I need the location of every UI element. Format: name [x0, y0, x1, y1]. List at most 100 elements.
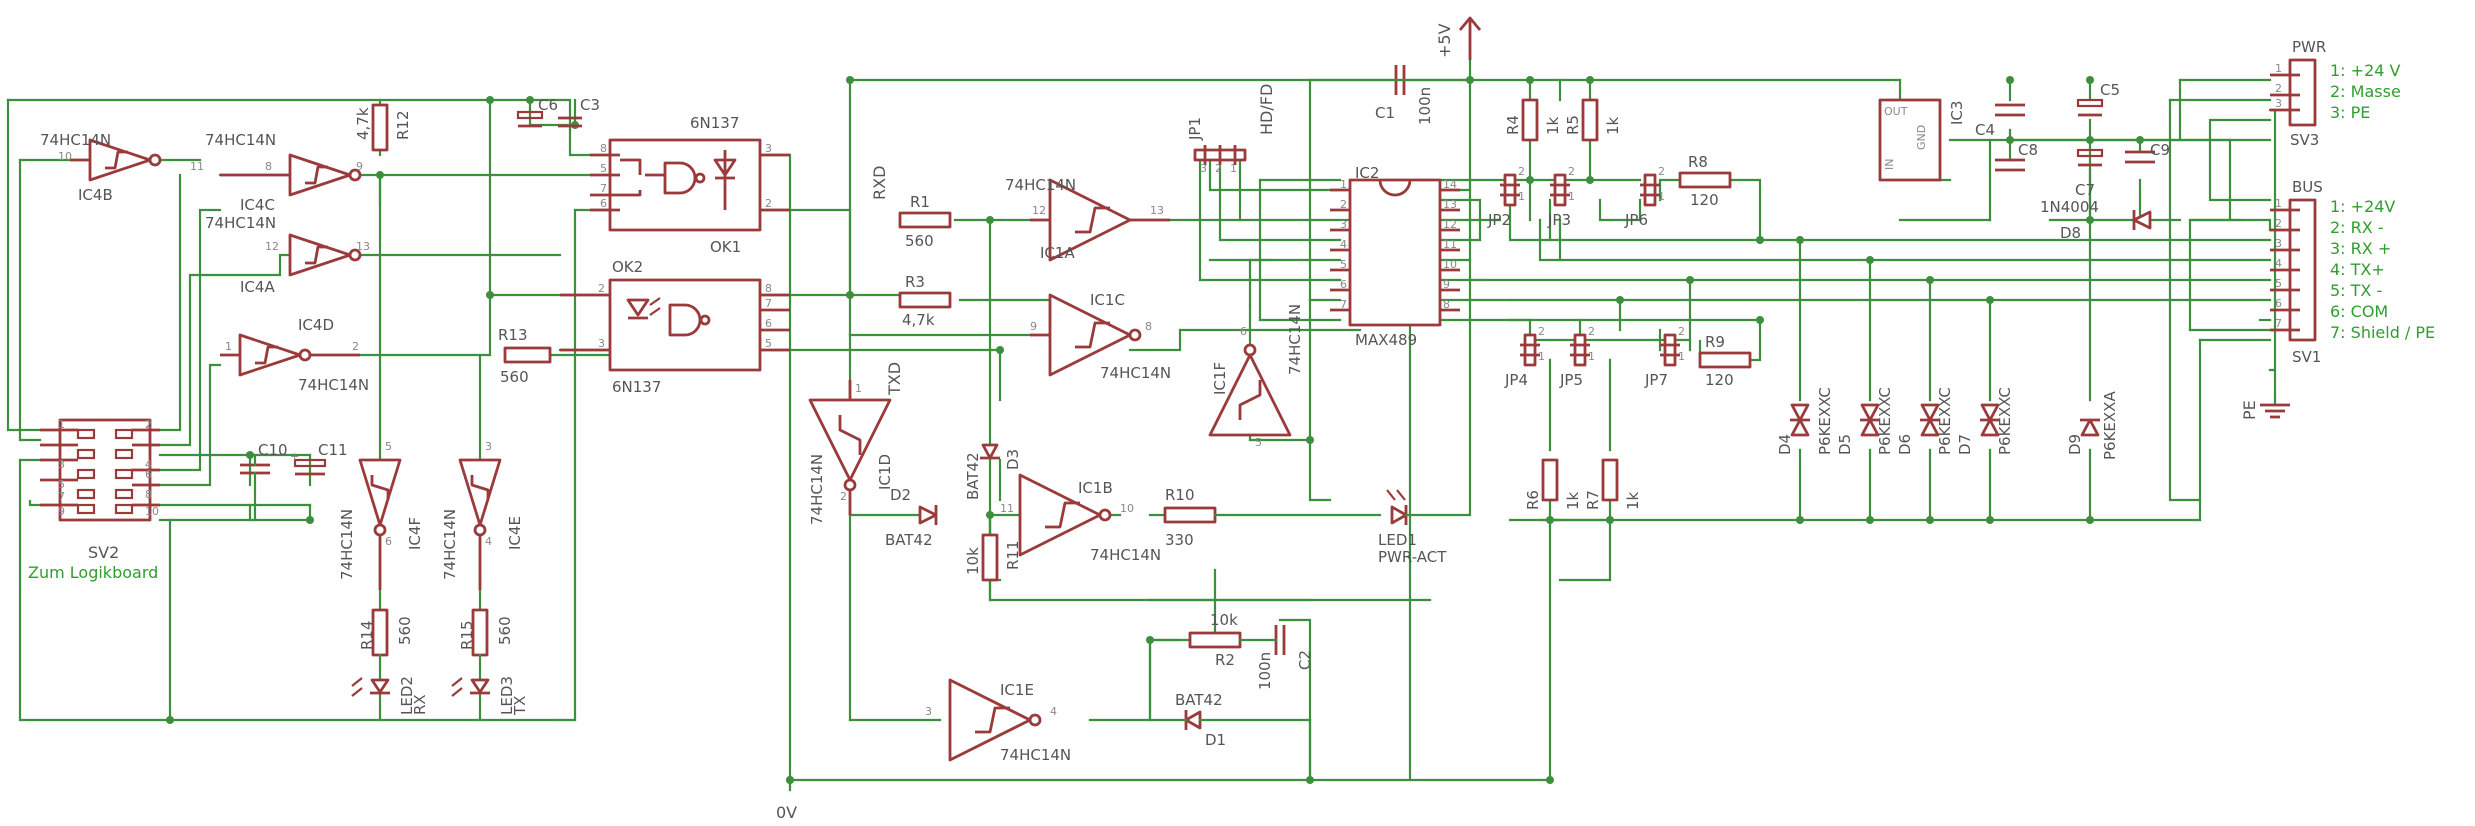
d1: BAT42 D1: [1148, 691, 1312, 749]
schematic-label: 100n: [1416, 87, 1434, 125]
ic1b: 11 10 IC1B 74HC14N: [1000, 473, 1161, 564]
junction-dot: [486, 291, 494, 299]
junction-dot: [1756, 316, 1764, 324]
schematic-label: IC1E: [1000, 681, 1034, 699]
junction-dot: [486, 96, 494, 104]
schematic-label: 11: [1443, 238, 1457, 251]
component-body: [1601, 458, 1619, 502]
schematic-label: 2: [1538, 325, 1545, 338]
wire-segment: [1528, 78, 1562, 102]
wire-segment: [649, 297, 661, 306]
component-body: [293, 458, 327, 468]
wire-segment: [1468, 78, 1532, 102]
component-shape: [1790, 418, 1810, 437]
schematic-label: 1: [855, 382, 862, 395]
junction-dot: [348, 168, 362, 182]
ic1d: 1 2 74HC14N IC1D: [808, 380, 894, 525]
component-body: [114, 468, 134, 480]
r6: R6 1k: [1524, 458, 1582, 510]
schematic-label: 2: [2275, 217, 2282, 230]
wire-segment: [370, 475, 390, 500]
wire-segment: [2168, 98, 2202, 502]
schematic-label: LED3: [498, 676, 516, 715]
schematic-label: LED2: [398, 676, 416, 715]
sv3-header: PWR: [2292, 38, 2326, 56]
schematic-label: 8: [145, 488, 152, 501]
junction-dot: [1028, 713, 1042, 727]
schematic-label: 5: [385, 440, 392, 453]
ok2-value: 6N137: [612, 378, 661, 396]
component-body: [1573, 333, 1587, 367]
schematic-label: 7: [765, 297, 772, 310]
schematic-label: 2: [840, 490, 847, 503]
schematic-label: 6: [2275, 297, 2282, 310]
junction-dot: [2006, 136, 2014, 144]
component-shape: [1018, 473, 1102, 557]
ok1: 8 5 7 6 3 2 6N137 OK1: [590, 114, 790, 256]
ic4d: 1 2 IC4D 74HC14N: [220, 316, 369, 394]
junction-dot: [526, 96, 534, 104]
schematic-label: R4: [1504, 115, 1522, 135]
d3: BAT42 D3: [964, 443, 1022, 500]
schematic-label: R6: [1524, 490, 1542, 510]
schematic-label: 2: [1588, 325, 1595, 338]
schematic-label: D8: [2060, 224, 2081, 242]
schematic-label: BAT42: [1175, 691, 1223, 709]
schematic-label: 2: [1215, 162, 1222, 175]
d7: D7 P6KEXXC: [1956, 387, 2014, 455]
ok1-name: OK1: [710, 238, 741, 256]
schematic-label: 10: [1120, 502, 1134, 515]
junction-dot: [2086, 216, 2094, 224]
component-body: [114, 503, 134, 515]
component-body: [371, 103, 389, 152]
wire-segment: [105, 150, 128, 170]
component-body: [1581, 98, 1599, 142]
schematic-label: 11: [190, 160, 204, 173]
schematic-label: 1: [1678, 350, 1685, 363]
schematic-label: 74HC14N: [1090, 546, 1161, 564]
c7: C7: [2075, 148, 2104, 199]
schematic-label: IC4A: [240, 278, 275, 296]
ic1f: 5 6 IC1F 74HC14N: [1208, 304, 1304, 449]
wire-segment: [158, 173, 182, 432]
component-shape: [358, 458, 402, 527]
schematic-label: 4: [1340, 238, 1347, 251]
d4: D4 P6KEXXC: [1776, 387, 1834, 455]
component-body: [1163, 506, 1217, 524]
schematic-label: 2: [1518, 165, 1525, 178]
ic2: 1 2 3 4 5 6 7 14 13 12 11 10 9 8 IC2 MAX…: [1330, 164, 1460, 349]
d2: D2 BAT42: [885, 486, 938, 549]
schematic-label: C5: [2100, 81, 2120, 99]
junction-dot: [473, 523, 487, 537]
component-body: [114, 488, 134, 500]
component-body: [1643, 173, 1657, 207]
ic2-name: IC2: [1355, 164, 1379, 182]
sv2-connector: 1 2 3 4 5 6 7 8 9 10 SV2 Zum Logikboard: [28, 418, 160, 582]
ic4a: 12 13 74HC14N IC4A: [205, 214, 370, 296]
led1: LED1 PWR-ACT: [1378, 258, 1472, 566]
wire-segment: [1278, 618, 1312, 782]
wire-segment: [620, 190, 642, 197]
r2: 10k R2: [1188, 611, 1242, 669]
schematic-label: 10k: [1210, 611, 1238, 629]
component-body: [1521, 98, 1539, 142]
jp6: JP6 2 1: [1624, 165, 1665, 229]
schematic-label: LED1: [1378, 531, 1417, 549]
schematic-label: 8: [600, 142, 607, 155]
component-body: [76, 468, 96, 480]
r1: R1 560: [898, 193, 952, 250]
wire-segment: [1508, 198, 2272, 242]
schematic-label: 74HC14N: [441, 509, 459, 580]
schematic-label: JP1: [1186, 117, 1204, 141]
wire-segment: [1538, 218, 2272, 262]
schematic-label: 1k: [1604, 116, 1622, 135]
component-body: [1348, 178, 1442, 327]
wire-segment: [1404, 258, 1472, 517]
schematic-label: 6: [145, 468, 152, 481]
schematic-label: JP7: [1644, 371, 1668, 389]
component-body: [2288, 58, 2317, 127]
wire-segment: [1458, 16, 1482, 31]
schematic-label: R5: [1564, 115, 1582, 135]
wire-segment: [1128, 328, 1182, 352]
